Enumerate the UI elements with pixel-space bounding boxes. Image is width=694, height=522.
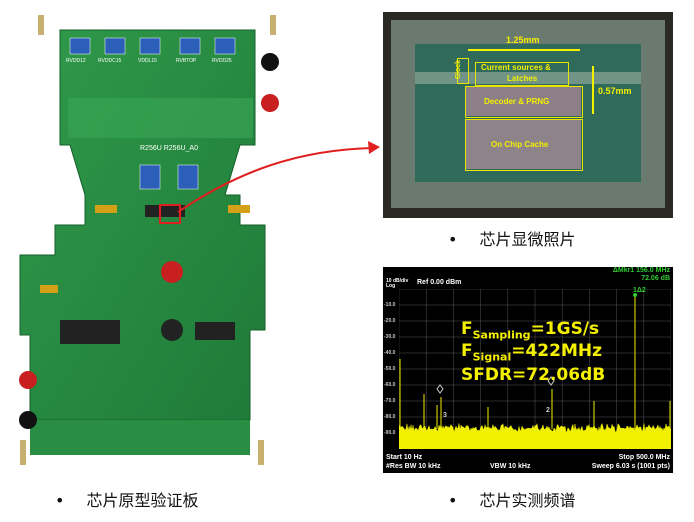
y-tick-label: -90.0 [384,430,395,436]
width-dimension: 1.25mm [506,35,540,45]
marker1-label: 1Δ2 [633,287,646,294]
y-tick-label: -50.0 [384,366,395,372]
marker2-label: 2 [546,407,550,414]
sweep: Sweep 6.03 s (1001 pts) [592,463,670,470]
y-tick-label: -40.0 [384,350,395,356]
height-dimension: 0.57mm [598,86,632,96]
marker-3-icon [437,385,443,393]
board-label: R256U R256U_A0 [140,145,198,152]
decoder-label: Decoder & PRNG [484,97,549,106]
board-label: RVDDC15 [98,58,121,64]
y-tick-label: -30.0 [384,334,395,340]
stop-freq: Stop 500.0 MHz [619,454,670,461]
y-tick-label: -60.0 [384,382,395,388]
start-freq: Start 10 Hz [386,454,422,461]
board-label: RVBTOP [176,58,197,64]
signal-freq-text: FSignal=422MHz [461,341,602,363]
log-label: Log [386,283,395,289]
spectrum-caption: •芯片实测频谱 [448,487,575,511]
arrow-head-icon [368,141,380,154]
y-tick-label: -80.0 [384,414,395,420]
board-caption: •芯片原型验证板 [55,487,198,511]
current-sources-label: Current sources & [481,63,551,72]
board-label: VDDL15 [138,58,157,64]
ref-level: Ref 0.00 dBm [417,279,461,286]
vbw: VBW 10 kHz [490,463,530,470]
board-label: RVDD12 [66,58,86,64]
marker-readout-db: 72.06 dB [641,275,670,282]
marker3-label: 3 [443,412,447,419]
spectrum-screenshot: ΔMkr1 156.0 MHz 72.06 dB 10 dB/div Log R… [383,267,673,473]
y-tick-label: -20.0 [384,318,395,324]
chip-micrograph: 1.25mm 0.57mm Clock Current sources & La… [383,12,673,218]
y-tick-label: -70.0 [384,398,395,404]
micrograph-caption: •芯片显微照片 [448,226,575,250]
res-bw: #Res BW 10 kHz [386,463,440,470]
marker-readout-freq: ΔMkr1 156.0 MHz [613,267,670,274]
cache-label: On Chip Cache [491,140,548,149]
y-tick-label: -10.0 [384,302,395,308]
sfdr-text: SFDR=72.06dB [461,365,605,385]
noise-floor [399,423,671,449]
latches-label: Latches [507,74,537,83]
clock-label: Clock [455,60,462,79]
sampling-rate-text: FSampling=1GS/s [461,319,599,341]
board-label: RVDD25 [212,58,232,64]
